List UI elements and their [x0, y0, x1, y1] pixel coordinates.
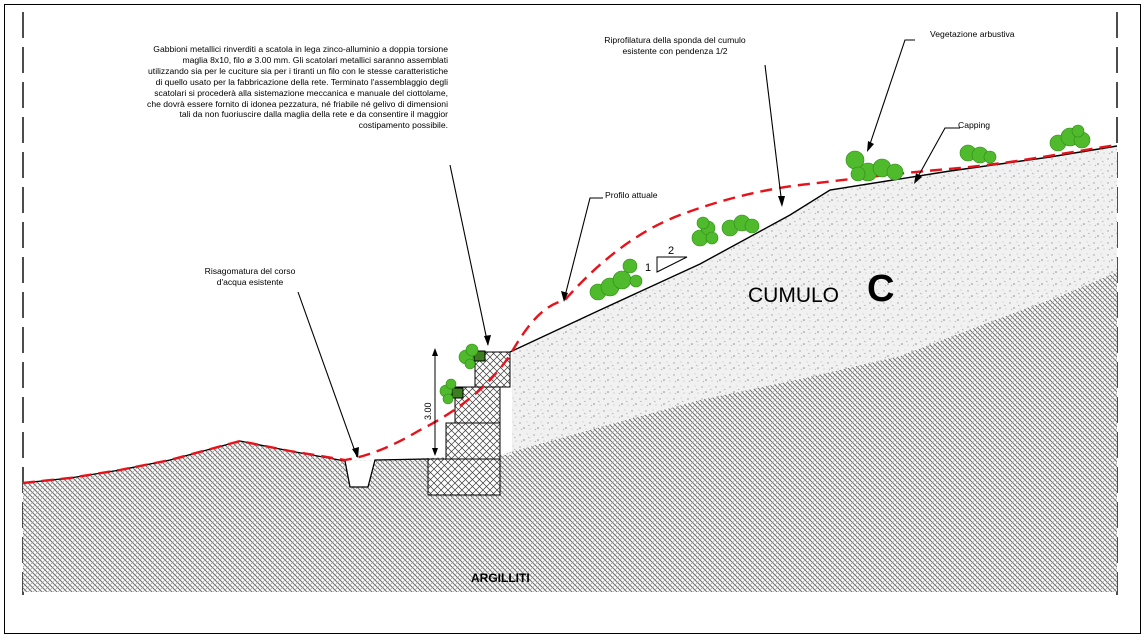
stream-reshape-label: Risagomatura del corso d'acqua esistente	[204, 266, 296, 287]
slope-rise-label: 1	[645, 262, 651, 274]
height-dimension-arrow-bottom	[432, 448, 438, 456]
height-dimension-arrow-top	[432, 348, 438, 356]
vegetation-shrubs	[439, 124, 1091, 405]
drawing-frame	[4, 4, 1141, 634]
leader-arrowheads	[352, 141, 922, 458]
reprofile-note: Riprofilatura della sponda del cumulo es…	[604, 35, 746, 56]
slope-triangle	[656, 256, 688, 273]
clay-bedrock	[23, 272, 1117, 592]
stream-channel	[344, 458, 429, 488]
height-dimension-label: 3.00	[423, 402, 433, 420]
leader-lines	[297, 39, 960, 458]
capping-label: Capping	[958, 120, 991, 130]
gabion-wall	[427, 350, 511, 496]
current-profile-dashed	[22, 143, 1118, 485]
gabion-note: Gabbioni metallici rinverditi a scatola …	[147, 44, 448, 131]
cumulo-fill	[500, 146, 1117, 455]
current-profile-label: Profilo attuale	[605, 190, 658, 200]
cumulo-letter-label: C	[867, 268, 894, 310]
cumulo-word-label: CUMULO	[748, 284, 839, 307]
vegetation-label: Vegetazione arbustiva	[930, 29, 1015, 39]
argilliti-label: ARGILLITI	[471, 571, 530, 585]
slope-run-label: 2	[668, 245, 674, 257]
